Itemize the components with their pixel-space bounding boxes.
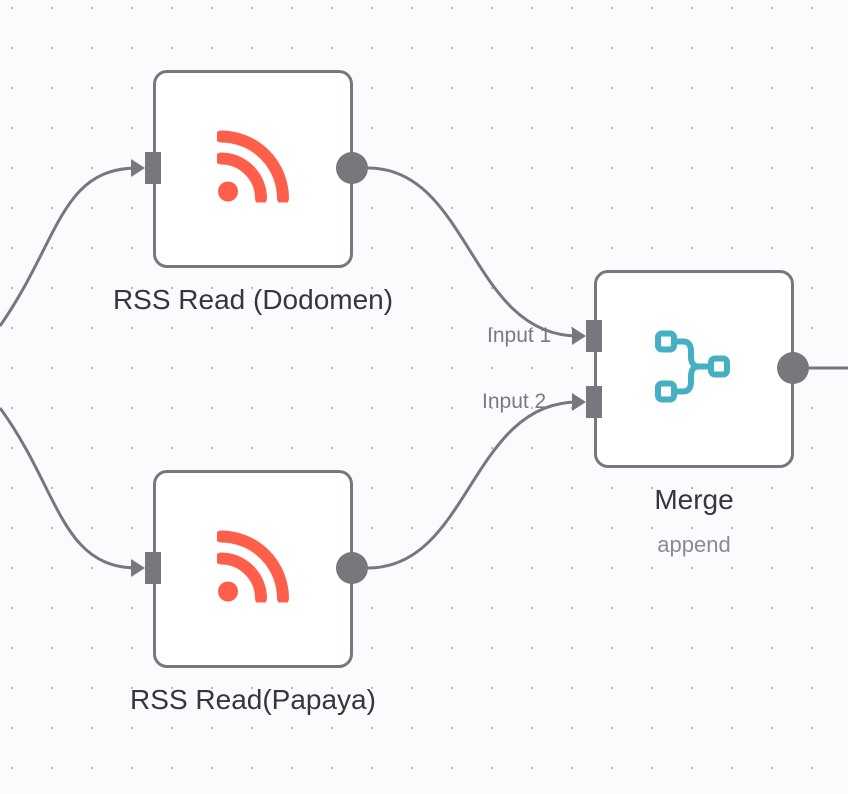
input-handle[interactable] bbox=[145, 152, 161, 184]
node-merge[interactable] bbox=[594, 270, 794, 468]
node-rss-read-papaya[interactable] bbox=[153, 470, 353, 668]
edge-source-to-rss-dodomen[interactable] bbox=[0, 166, 139, 327]
output-handle[interactable] bbox=[336, 552, 368, 584]
input-2-label: Input 2 bbox=[482, 390, 547, 413]
arrow-icon bbox=[572, 327, 586, 345]
arrow-icon bbox=[572, 393, 586, 411]
arrow-icon bbox=[131, 159, 145, 177]
node-label: RSS Read(Papaya) bbox=[130, 684, 376, 715]
output-handle[interactable] bbox=[777, 352, 809, 384]
rss-icon bbox=[215, 130, 289, 208]
output-handle[interactable] bbox=[336, 152, 368, 184]
input-handle[interactable] bbox=[145, 552, 161, 584]
merge-input-2-handle[interactable] bbox=[586, 386, 602, 418]
node-subtitle: append bbox=[657, 532, 731, 557]
node-label: RSS Read (Dodomen) bbox=[112, 284, 394, 315]
input-1-label: Input 1 bbox=[487, 324, 552, 347]
merge-input-1-handle[interactable] bbox=[586, 320, 602, 352]
arrow-icon bbox=[131, 559, 145, 577]
node-rss-read-dodomen[interactable] bbox=[153, 70, 353, 268]
edge-rss-dodomen-to-merge-input-1[interactable] bbox=[367, 166, 579, 338]
rss-icon bbox=[215, 530, 289, 608]
merge-icon bbox=[653, 326, 735, 413]
node-label: Merge bbox=[654, 484, 734, 515]
edge-source-to-rss-papaya[interactable] bbox=[0, 407, 139, 570]
edge-rss-papaya-to-merge-input-2[interactable] bbox=[367, 400, 579, 570]
